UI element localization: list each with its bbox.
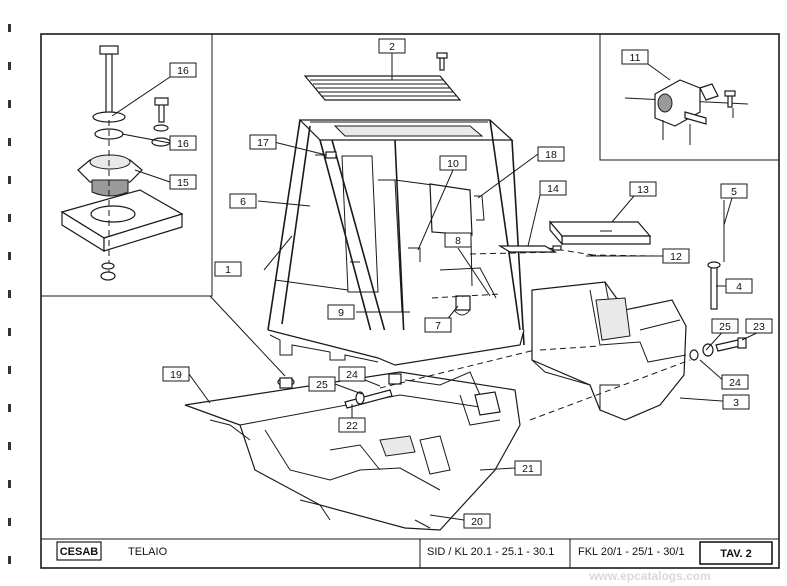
callout-24-center: 24 [338, 366, 366, 382]
svg-text:25: 25 [316, 379, 328, 391]
callout-23: 23 [745, 318, 773, 334]
model-sid: SID / KL 20.1 - 25.1 - 30.1 [427, 546, 554, 558]
pivot-pin [344, 389, 393, 409]
callout-21: 21 [514, 460, 542, 476]
svg-text:14: 14 [547, 183, 559, 195]
callout-25-center: 25 [308, 376, 336, 392]
svg-text:5: 5 [731, 186, 737, 198]
svg-text:6: 6 [240, 196, 246, 208]
svg-text:15: 15 [177, 177, 189, 189]
chassis-frame [184, 371, 521, 531]
brand-box [56, 541, 102, 561]
brand-label: CESAB [60, 546, 99, 558]
svg-text:23: 23 [753, 321, 765, 333]
callout-4: 4 [725, 278, 753, 294]
svg-text:16: 16 [177, 65, 189, 77]
svg-text:18: 18 [545, 149, 557, 161]
callout-18: 18 [537, 146, 565, 162]
svg-text:2: 2 [389, 41, 395, 53]
svg-text:11: 11 [630, 52, 641, 64]
callout-13: 13 [629, 181, 657, 197]
bolt-washers-right [689, 337, 747, 361]
hinge-pin [707, 200, 725, 310]
callout-7: 7 [424, 317, 452, 333]
engine-mount-detail [60, 45, 184, 281]
callout-20: 20 [463, 513, 491, 529]
rear-cover [531, 281, 687, 421]
svg-text:21: 21 [522, 463, 534, 475]
svg-text:12: 12 [670, 251, 682, 263]
inset-detail-frame-left [41, 34, 213, 297]
support-bar [497, 245, 656, 257]
svg-text:7: 7 [435, 320, 441, 332]
callout-10: 10 [439, 155, 467, 171]
svg-text:24: 24 [729, 377, 741, 389]
callout-8: 8 [444, 232, 472, 248]
svg-text:19: 19 [170, 369, 182, 381]
callout-16-lower: 16 [169, 135, 197, 151]
model-fkl: FKL 20/1 - 25/1 - 30/1 [578, 546, 685, 558]
title-block: CESAB TELAIO SID / KL 20.1 - 25.1 - 30.1… [41, 538, 779, 568]
callout-22: 22 [338, 417, 366, 433]
svg-text:24: 24 [346, 369, 358, 381]
svg-text:10: 10 [447, 158, 459, 170]
callout-14: 14 [539, 180, 567, 196]
rubber-mount-19 [277, 377, 295, 389]
callout-2: 2 [378, 38, 406, 54]
inset-leader-line [209, 295, 286, 377]
svg-text:3: 3 [733, 397, 739, 409]
callout-1: 1 [214, 261, 242, 277]
svg-text:20: 20 [471, 516, 483, 528]
callout-15: 15 [169, 174, 197, 190]
tav-label: TAV. 2 [720, 548, 752, 560]
assembly-lines [379, 251, 691, 421]
svg-text:4: 4 [736, 281, 742, 293]
bracket-detail-11 [624, 79, 749, 145]
callout-11: 11 [621, 49, 649, 65]
cabin-frame [267, 119, 525, 366]
cover-panel [548, 220, 652, 246]
callout-12: 12 [662, 248, 690, 264]
svg-text:1: 1 [225, 264, 231, 276]
callout-17: 17 [249, 134, 277, 150]
callout-16-upper: 16 [169, 62, 197, 78]
roof-grille [303, 52, 462, 101]
callout-5: 5 [720, 183, 748, 199]
svg-text:25: 25 [719, 321, 731, 333]
callout-9: 9 [327, 304, 355, 320]
callout-19: 19 [162, 366, 190, 382]
svg-text:9: 9 [338, 307, 344, 319]
callout-24-right: 24 [721, 374, 749, 390]
callout-25-right: 25 [711, 318, 739, 334]
inset-detail-frame-right [599, 34, 779, 161]
tav-box [699, 541, 773, 565]
svg-text:16: 16 [177, 138, 189, 150]
drawing-title: TELAIO [128, 546, 168, 558]
svg-text:8: 8 [455, 235, 461, 247]
svg-text:17: 17 [257, 137, 269, 149]
watermark: www.epcatalogs.com [588, 569, 711, 583]
drawing-frame [40, 33, 780, 569]
callout-6: 6 [229, 193, 257, 209]
callout-3: 3 [722, 394, 750, 410]
svg-text:22: 22 [346, 420, 358, 432]
binder-holes [8, 24, 11, 564]
svg-text:13: 13 [637, 184, 649, 196]
